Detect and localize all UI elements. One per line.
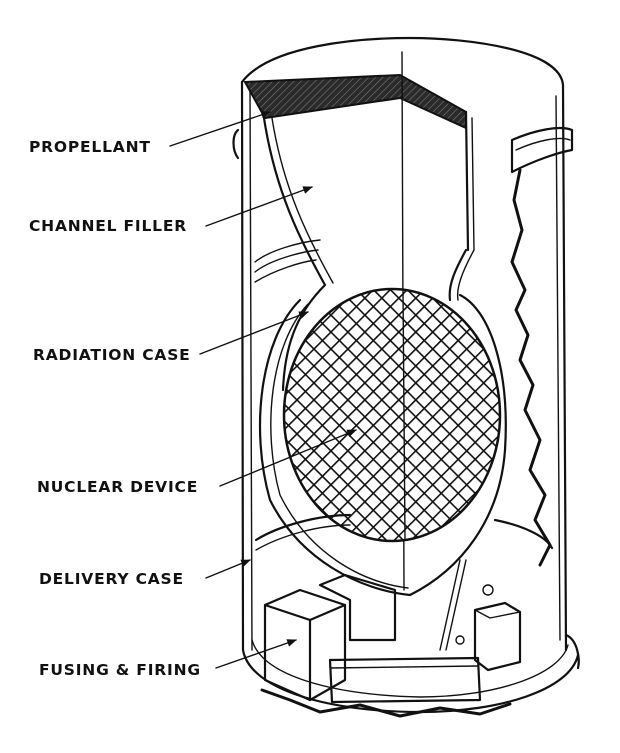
fusing-firing-assembly bbox=[260, 559, 522, 718]
leader-delivery-case bbox=[205, 559, 251, 579]
leader-nuclear-device bbox=[219, 429, 357, 487]
support-ring bbox=[254, 239, 554, 551]
leader-channel-filler bbox=[205, 186, 313, 227]
label-radiation-case: RADIATION CASE bbox=[33, 346, 191, 364]
label-delivery-case: DELIVERY CASE bbox=[39, 570, 184, 588]
label-channel-filler: CHANNEL FILLER bbox=[29, 217, 187, 235]
case-lug-left bbox=[232, 128, 240, 160]
label-fusing-firing: FUSING & FIRING bbox=[39, 661, 201, 679]
label-nuclear-device: NUCLEAR DEVICE bbox=[37, 478, 198, 496]
radiation-case bbox=[258, 116, 507, 597]
leader-propellant bbox=[169, 111, 271, 147]
leader-radiation-case bbox=[199, 311, 309, 355]
label-propellant: PROPELLANT bbox=[29, 138, 151, 156]
nuclear-device bbox=[282, 287, 502, 543]
leader-fusing-firing bbox=[215, 639, 297, 669]
leader-lines bbox=[169, 111, 357, 669]
case-lug bbox=[510, 126, 574, 174]
propellant-layer bbox=[243, 73, 467, 130]
